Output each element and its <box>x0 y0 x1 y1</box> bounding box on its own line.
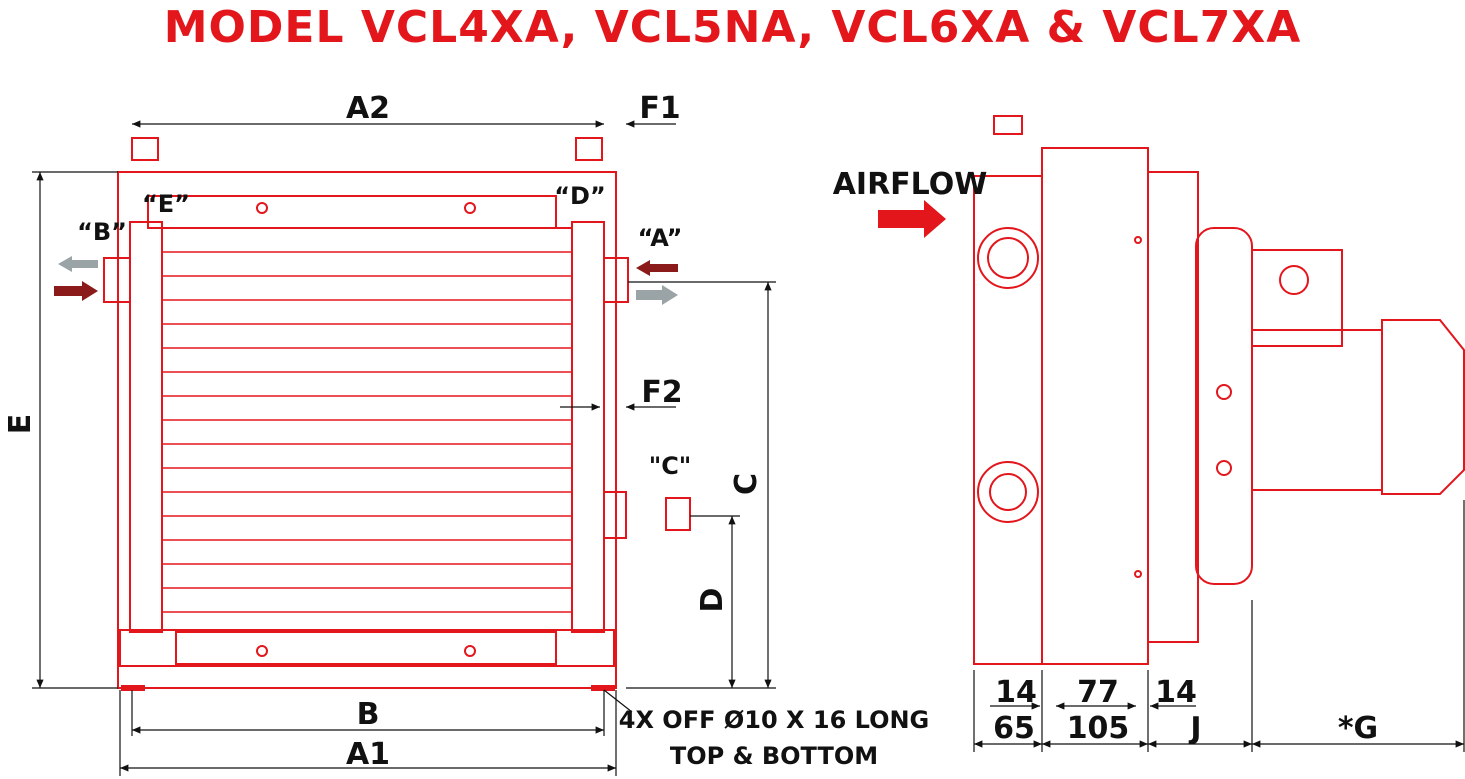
dim-65: 65 <box>993 711 1035 746</box>
dim-e: E <box>3 414 38 435</box>
mounting-hole <box>256 645 268 657</box>
airflow-arrow-icon <box>878 200 946 238</box>
fan-shroud <box>1147 171 1199 643</box>
front-view <box>103 137 691 691</box>
top-bar <box>147 195 557 229</box>
port-b-fitting <box>103 257 131 303</box>
front-frame <box>117 171 617 689</box>
port-b-label: “B” <box>77 218 127 246</box>
dim-a2: A2 <box>346 91 390 126</box>
foot <box>121 685 145 691</box>
dim-g: *G <box>1338 711 1378 746</box>
bolt <box>1134 236 1142 244</box>
core-fins <box>162 251 572 613</box>
dim-14-left: 14 <box>995 675 1037 710</box>
foot <box>591 685 615 691</box>
fan-housing <box>1195 227 1253 585</box>
port-d-fitting <box>575 137 603 161</box>
side-port-upper <box>977 227 1039 289</box>
motor-box <box>1251 249 1343 347</box>
terminal <box>1216 384 1232 400</box>
dim-f1: F1 <box>639 91 680 126</box>
right-manifold <box>571 221 605 633</box>
port-e-fitting <box>131 137 159 161</box>
filler-cap <box>993 115 1023 135</box>
port-c-plug <box>665 497 691 531</box>
outflow-arrow-icon <box>58 256 98 272</box>
mounting-hole <box>256 202 268 214</box>
side-core <box>1041 147 1149 665</box>
inflow-arrow-icon <box>54 281 98 301</box>
dim-b: B <box>357 697 380 732</box>
note-line-2: TOP & BOTTOM <box>670 742 878 770</box>
side-view <box>973 115 1465 665</box>
port-c-boss <box>603 491 627 539</box>
dim-14-right: 14 <box>1155 675 1197 710</box>
port-a-fitting <box>603 257 629 303</box>
motor-body <box>1251 329 1383 491</box>
side-frame <box>973 175 1043 665</box>
dim-a1: A1 <box>346 737 390 772</box>
bolt <box>1134 570 1142 578</box>
side-port-upper-inner <box>987 237 1029 279</box>
port-c-label: "C" <box>649 452 692 480</box>
dim-105: 105 <box>1067 711 1130 746</box>
left-manifold <box>129 221 163 633</box>
bottom-bar <box>119 629 615 667</box>
port-arrows <box>54 256 678 305</box>
mounting-hole <box>464 202 476 214</box>
dim-c: C <box>729 473 764 495</box>
dim-j: J <box>1188 711 1201 746</box>
terminal <box>1216 460 1232 476</box>
note-line-1: 4X OFF Ø10 X 16 LONG <box>619 706 930 734</box>
bottom-plate <box>175 631 557 665</box>
mounting-hole <box>464 645 476 657</box>
outflow-arrow-icon <box>636 285 678 305</box>
side-dimensions <box>973 500 1465 752</box>
inflow-arrow-icon <box>636 260 678 276</box>
page-title: MODEL VCL4XA, VCL5NA, VCL6XA & VCL7XA <box>163 2 1302 53</box>
front-dimensions <box>32 120 776 776</box>
motor-end-cap <box>1381 319 1465 495</box>
port-e-label: “E” <box>142 190 190 218</box>
side-port-lower <box>977 461 1039 523</box>
side-port-lower-inner <box>989 473 1027 511</box>
dim-f2: F2 <box>641 375 682 410</box>
port-d-label: “D” <box>554 182 605 210</box>
core <box>161 227 573 631</box>
airflow-label: AIRFLOW <box>833 167 988 202</box>
dim-77: 77 <box>1077 675 1119 710</box>
port-a-label: “A” <box>638 224 683 252</box>
dim-d: D <box>695 588 730 613</box>
motor-lug <box>1279 265 1309 295</box>
